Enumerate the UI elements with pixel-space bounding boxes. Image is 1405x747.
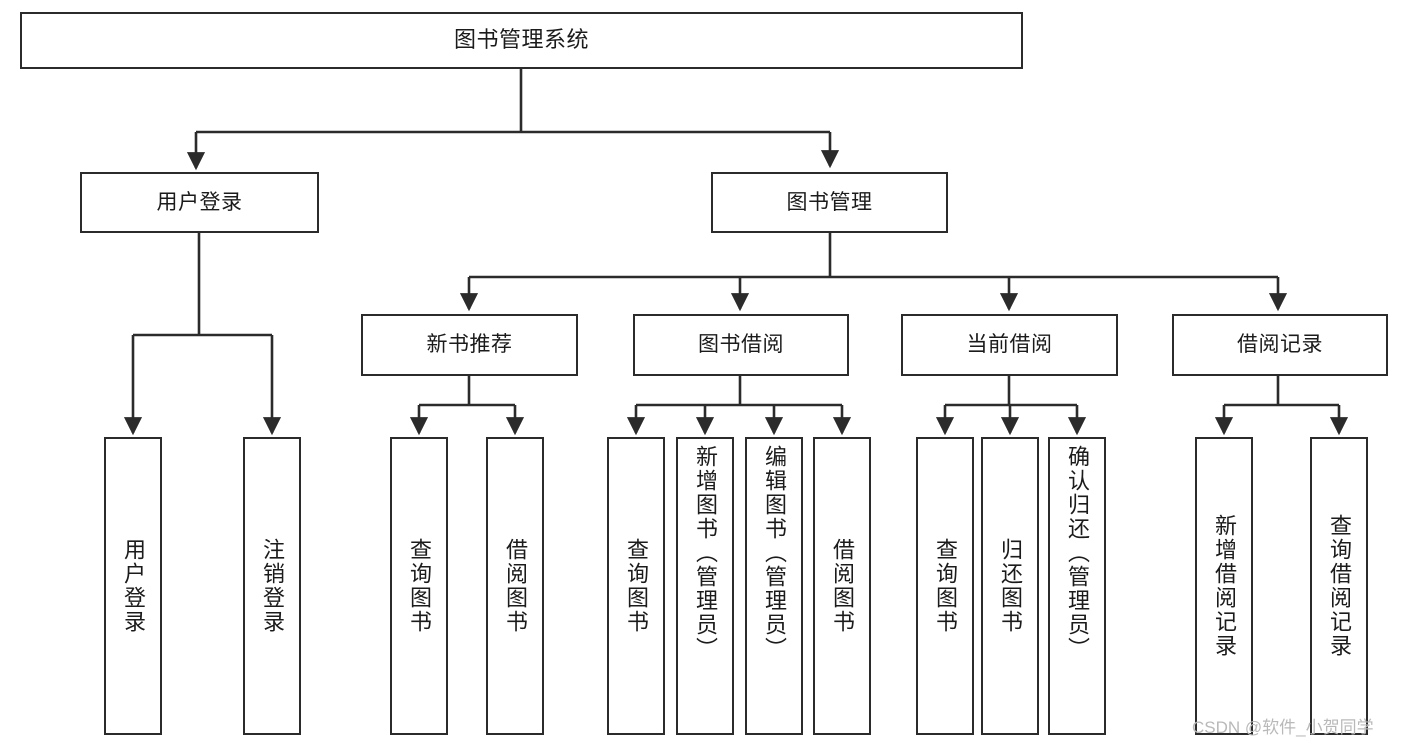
node-leaf-logout-login[interactable]: 注销登录 [243,437,301,735]
node-leaf-return-book[interactable]: 归还图书 [981,437,1039,735]
node-leaf-query-book-1-label: 查询图书 [407,538,432,634]
node-leaf-user-login-label: 用户登录 [121,538,146,634]
node-leaf-query-book-1[interactable]: 查询图书 [390,437,448,735]
node-leaf-query-book-2-label: 查询图书 [624,538,649,634]
node-new-book-recommend-label: 新书推荐 [426,333,513,357]
csdn-watermark: CSDN @软件_小贺同学 [1192,718,1374,737]
node-leaf-user-login[interactable]: 用户登录 [104,437,162,735]
node-leaf-borrow-book-1-label: 借阅图书 [503,538,528,634]
node-leaf-add-borrow-record-label: 新增借阅记录 [1212,514,1237,658]
node-leaf-confirm-return[interactable]: 确认归还（管理员） [1048,437,1106,735]
node-leaf-add-book[interactable]: 新增图书（管理员） [676,437,734,735]
node-book-borrow-label: 图书借阅 [698,333,784,357]
node-leaf-borrow-book-2-label: 借阅图书 [830,538,855,634]
node-book-management-label: 图书管理 [786,190,873,214]
node-root[interactable]: 图书管理系统 [20,12,1023,69]
node-leaf-edit-book[interactable]: 编辑图书（管理员） [745,437,803,735]
node-leaf-add-borrow-record[interactable]: 新增借阅记录 [1195,437,1253,735]
node-leaf-query-book-2[interactable]: 查询图书 [607,437,665,735]
node-leaf-query-borrow-record-label: 查询借阅记录 [1327,514,1352,658]
node-leaf-edit-book-label: 编辑图书（管理员） [762,445,787,661]
node-leaf-query-book-3[interactable]: 查询图书 [916,437,974,735]
node-book-management[interactable]: 图书管理 [711,172,948,233]
node-borrow-record-label: 借阅记录 [1237,333,1323,357]
node-leaf-query-book-3-label: 查询图书 [933,538,958,634]
node-user-login-label: 用户登录 [156,190,243,214]
node-current-borrow-label: 当前借阅 [966,333,1053,357]
node-leaf-return-book-label: 归还图书 [998,538,1023,634]
node-leaf-borrow-book-2[interactable]: 借阅图书 [813,437,871,735]
node-leaf-logout-login-label: 注销登录 [260,538,285,634]
node-leaf-query-borrow-record[interactable]: 查询借阅记录 [1310,437,1368,735]
node-borrow-record[interactable]: 借阅记录 [1172,314,1388,376]
node-book-borrow[interactable]: 图书借阅 [633,314,849,376]
node-root-label: 图书管理系统 [453,27,589,53]
node-leaf-confirm-return-label: 确认归还（管理员） [1065,445,1090,661]
node-leaf-borrow-book-1[interactable]: 借阅图书 [486,437,544,735]
node-new-book-recommend[interactable]: 新书推荐 [361,314,578,376]
node-user-login[interactable]: 用户登录 [80,172,319,233]
node-current-borrow[interactable]: 当前借阅 [901,314,1118,376]
node-leaf-add-book-label: 新增图书（管理员） [693,445,718,661]
